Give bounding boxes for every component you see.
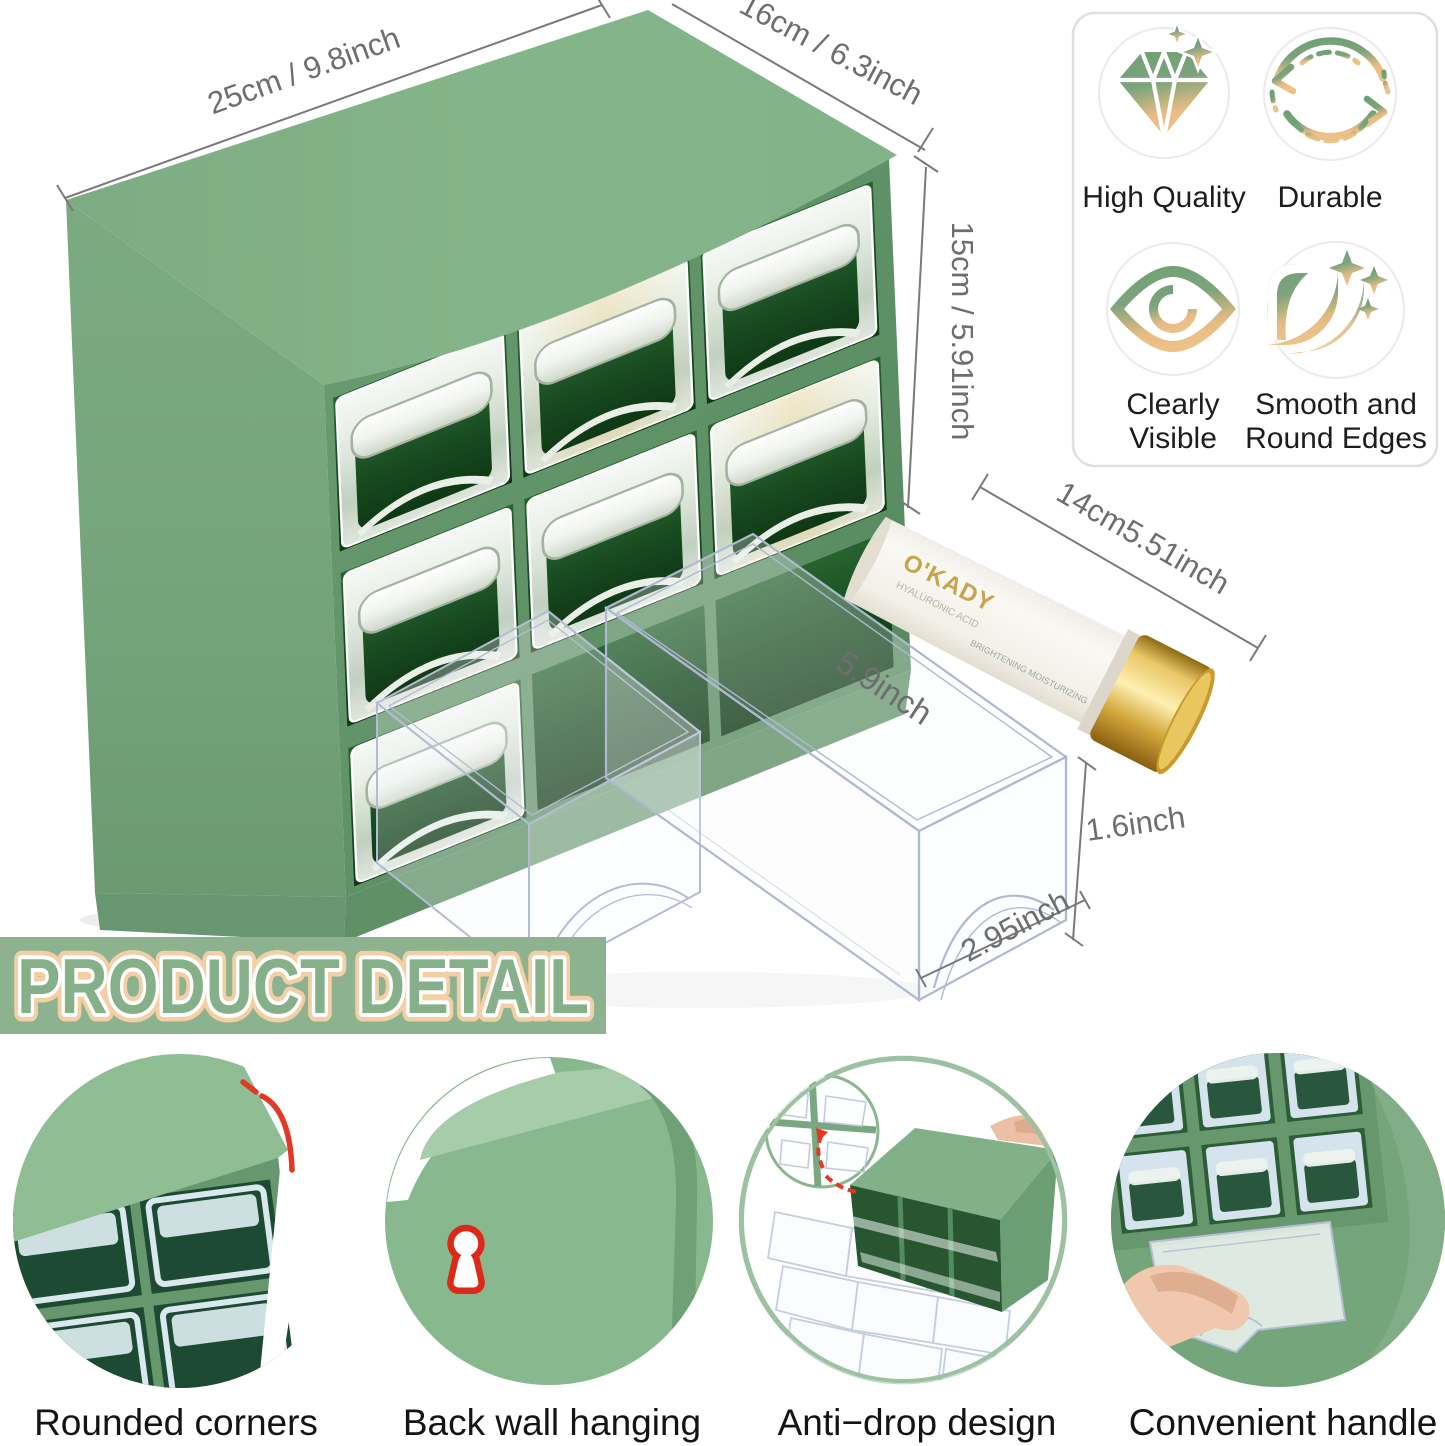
svg-text:Clearly: Clearly: [1126, 388, 1219, 421]
svg-text:Visible: Visible: [1129, 422, 1217, 455]
svg-text:Anti−drop design: Anti−drop design: [778, 1402, 1057, 1443]
svg-text:1.6inch: 1.6inch: [1084, 799, 1188, 848]
svg-text:Rounded corners: Rounded corners: [34, 1402, 318, 1443]
svg-text:Smooth and: Smooth and: [1255, 388, 1417, 421]
svg-text:Durable: Durable: [1277, 181, 1382, 214]
svg-text:Convenient handle: Convenient handle: [1129, 1402, 1438, 1443]
svg-text:High Quality: High Quality: [1082, 181, 1245, 214]
svg-text:PRODUCT DETAIL: PRODUCT DETAIL: [17, 942, 589, 1030]
svg-text:Back wall hanging: Back wall hanging: [403, 1402, 701, 1443]
svg-text:15cm / 5.91inch: 15cm / 5.91inch: [945, 222, 980, 441]
svg-text:Round Edges: Round Edges: [1245, 422, 1427, 455]
svg-text:PRODUCT DETAIL: PRODUCT DETAIL: [17, 942, 589, 1030]
